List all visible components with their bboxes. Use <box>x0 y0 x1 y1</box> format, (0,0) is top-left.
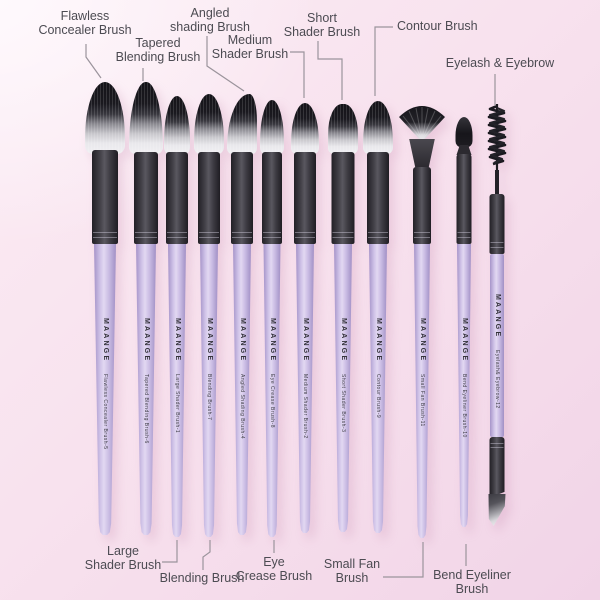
ferrule <box>294 152 316 244</box>
brand-text: MAANGE <box>340 318 347 363</box>
callout-angled-shading: Angled shading Brush <box>170 6 250 34</box>
callout-line: shading Brush <box>170 20 250 34</box>
handle: MAANGE Medium Shader Brush-2 <box>296 244 314 533</box>
callout-blending: Blending Brush <box>160 571 245 585</box>
callout-small-fan: Small Fan Brush <box>324 557 380 585</box>
handle: MAANGE Bend Eyeliner Brush-10 <box>457 244 471 527</box>
brand-text: MAANGE <box>461 318 468 363</box>
handle: MAANGE Tapered Blending Brush-6 <box>136 244 156 535</box>
handle: MAANGE Large Shader Brush-1 <box>168 244 186 537</box>
callout-line: Shader Brush <box>283 25 361 39</box>
ferrule <box>331 152 355 244</box>
callout-bend-eyeliner: Bend Eyeliner Brush <box>433 568 511 596</box>
callout-large-shader: Large Shader Brush <box>85 544 161 572</box>
handle: MAANGE Eyelash& Eyebrow-12 <box>490 254 504 437</box>
callout-medium-shader: Medium Shader Brush <box>212 33 288 61</box>
callout-line: Medium <box>227 33 273 47</box>
brand-text: MAANGE <box>375 318 382 363</box>
upper-ferrule <box>489 194 505 254</box>
callout-line: Small Fan <box>323 557 381 571</box>
callout-tapered-blending: Tapered Blending Brush <box>116 36 201 64</box>
callout-contour: Contour Brush <box>397 19 478 33</box>
callout-line: Shader Brush <box>211 47 289 61</box>
callout-short-shader: Short Shader Brush <box>284 11 360 39</box>
ferrule <box>367 152 389 244</box>
brand-text: MAANGE <box>143 318 150 363</box>
ferrule-neck <box>456 145 472 155</box>
brand-text: MAANGE <box>174 318 181 363</box>
spoolie-head <box>487 104 507 170</box>
ferrule <box>231 152 253 244</box>
bristle-head <box>291 103 319 154</box>
handle: MAANGE Small Fan Brush-11 <box>414 244 430 538</box>
handle: MAANGE Angled Shading Brush-4 <box>233 244 251 535</box>
callout-line: Brush <box>335 571 369 585</box>
callout-line: Blending Brush <box>159 571 245 585</box>
callout-line: Shader Brush <box>84 558 162 572</box>
brand-text: MAANGE <box>102 318 109 363</box>
model-text: Medium Shader Brush-2 <box>302 374 308 440</box>
bristle-head <box>328 104 358 154</box>
fan-bristle-head <box>399 106 445 142</box>
lower-ferrule <box>489 437 505 498</box>
bristle-head <box>260 100 284 154</box>
bristle-head <box>363 101 393 154</box>
model-text: Bend Eyeliner Brush-10 <box>461 374 467 439</box>
callout-line: Crease Brush <box>235 569 313 583</box>
callout-line: Eyelash & Eyebrow <box>445 56 555 70</box>
ferrule-wedge <box>409 139 435 169</box>
model-text: Small Fan Brush-11 <box>419 374 425 428</box>
callout-line: Eye <box>263 555 285 569</box>
brand-text: MAANGE <box>206 318 213 363</box>
model-text: Contour Brush-9 <box>375 374 381 419</box>
bristle-head <box>227 94 257 154</box>
brand-text: MAANGE <box>419 318 426 363</box>
ferrule <box>413 167 431 244</box>
callout-line: Angled <box>190 6 230 20</box>
bristle-head <box>164 96 190 154</box>
handle: MAANGE Eye Crease Brush-8 <box>263 244 281 537</box>
smudge-dome-head <box>455 117 473 147</box>
model-text: Eyelash& Eyebrow-12 <box>494 350 500 410</box>
callout-line: Contour Brush <box>397 19 478 33</box>
callout-line: Short <box>307 11 337 25</box>
callout-eyelash-eyebrow: Eyelash & Eyebrow <box>446 56 554 70</box>
brand-text: MAANGE <box>239 318 246 363</box>
ferrule <box>134 152 158 244</box>
callout-line: Flawless <box>60 9 110 23</box>
ferrule <box>92 150 118 244</box>
handle: MAANGE Blending Brush-7 <box>200 244 218 537</box>
bristle-head <box>85 82 125 154</box>
callout-line: Large <box>107 544 139 558</box>
callout-line: Blending Brush <box>115 50 201 64</box>
ferrule <box>456 154 472 244</box>
bristle-head <box>194 94 224 154</box>
brand-text: MAANGE <box>302 318 309 363</box>
angled-liner-tip <box>488 494 506 526</box>
model-text: Flawless Concealer Brush-5 <box>102 374 108 450</box>
ferrule <box>262 152 282 244</box>
handle: MAANGE Contour Brush-9 <box>369 244 387 533</box>
model-text: Angled Shading Brush-4 <box>239 374 245 440</box>
callout-line: Brush <box>455 582 489 596</box>
callout-line: Tapered <box>135 36 181 50</box>
brand-text: MAANGE <box>269 318 276 363</box>
spoolie-stem <box>495 170 499 196</box>
model-text: Blending Brush-7 <box>206 374 212 421</box>
callout-line: Concealer Brush <box>38 23 132 37</box>
brand-text: MAANGE <box>494 294 501 339</box>
model-text: Eye Crease Brush-8 <box>269 374 275 429</box>
callout-line: Bend Eyeliner <box>433 568 511 582</box>
model-text: Tapered Blending Brush-6 <box>143 374 149 445</box>
ferrule <box>166 152 188 244</box>
model-text: Large Shader Brush-1 <box>174 374 180 434</box>
model-text: Short Shader Brush-3 <box>340 374 346 433</box>
handle: MAANGE Short Shader Brush-3 <box>334 244 352 532</box>
callout-flawless-concealer: Flawless Concealer Brush <box>38 9 131 37</box>
handle: MAANGE Flawless Concealer Brush-5 <box>94 244 116 535</box>
ferrule <box>198 152 220 244</box>
callout-eye-crease: Eye Crease Brush <box>236 555 312 583</box>
bristle-head <box>129 82 163 154</box>
